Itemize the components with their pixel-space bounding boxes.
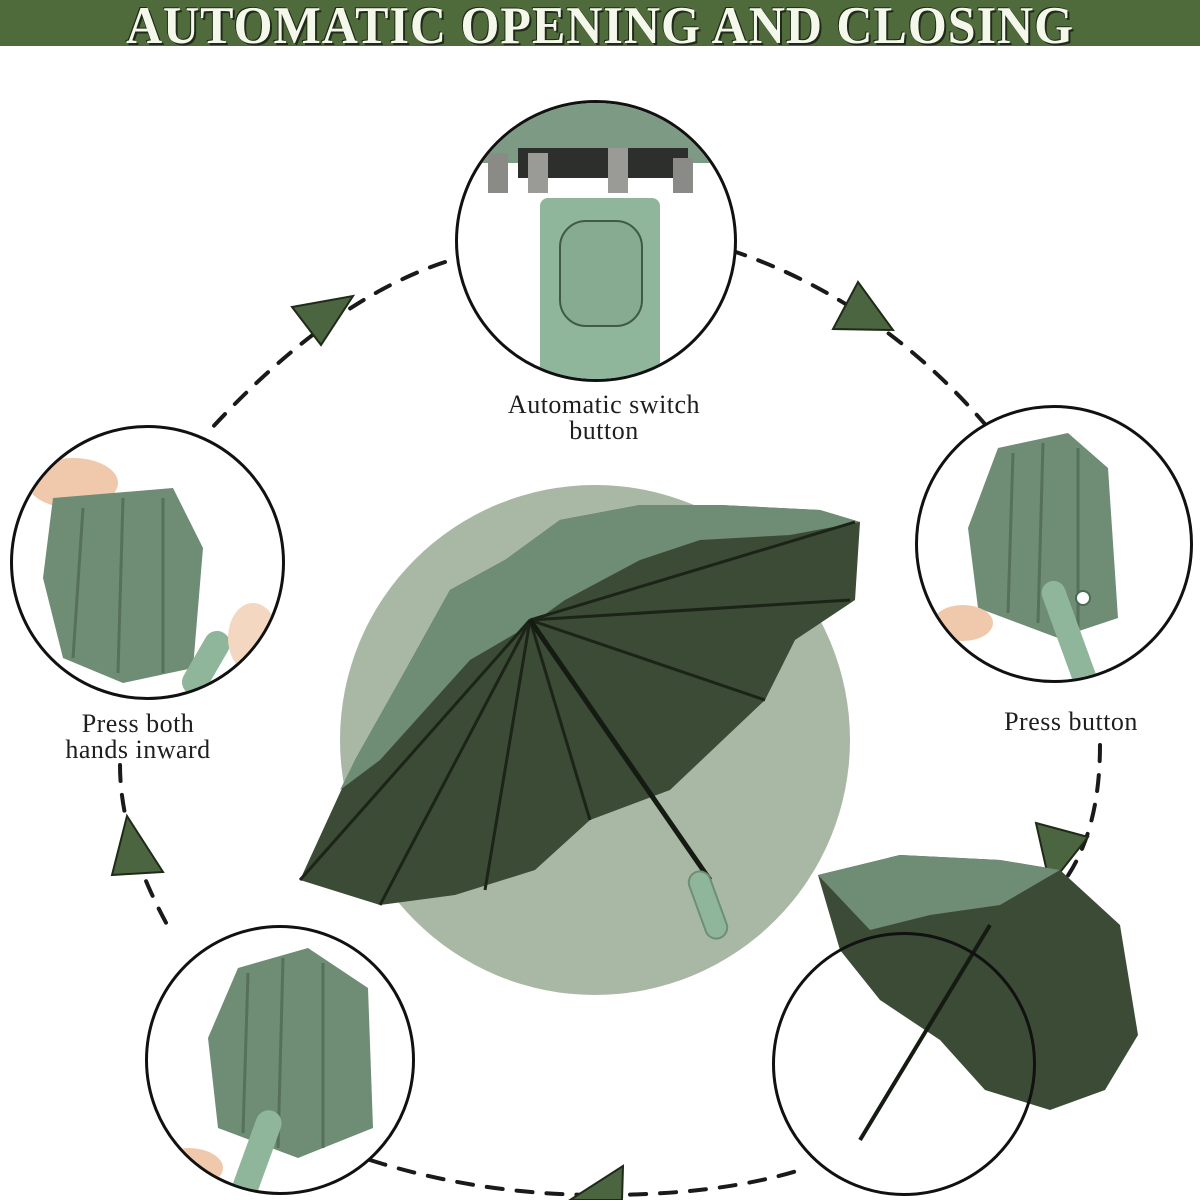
step-circle-switch-button: [455, 100, 737, 382]
center-umbrella-image: [298, 505, 860, 940]
step-circle-press-button: [915, 405, 1193, 683]
arrow-icon: [831, 280, 895, 332]
arrow-icon: [110, 813, 165, 877]
step-label-press-button: Press button: [978, 709, 1164, 735]
step-circle-folded: [145, 925, 415, 1195]
arrow-icon: [290, 294, 356, 347]
folded-umbrella-image: [153, 948, 373, 1192]
step-label-switch-button: Automatic switch button: [470, 392, 738, 444]
press-inward-image: [28, 458, 278, 696]
switch-button-closeup-image: [458, 103, 734, 379]
step-circle-press-inward: [10, 425, 285, 700]
banner-title: AUTOMATIC OPENING AND CLOSING: [125, 0, 1075, 55]
title-banner: AUTOMATIC OPENING AND CLOSING: [0, 0, 1200, 54]
step-label-press-inward: Press both hands inward: [38, 711, 238, 763]
press-button-image: [933, 433, 1118, 680]
step-circle-opened: [772, 932, 1036, 1196]
arrow-icon: [568, 1164, 625, 1200]
